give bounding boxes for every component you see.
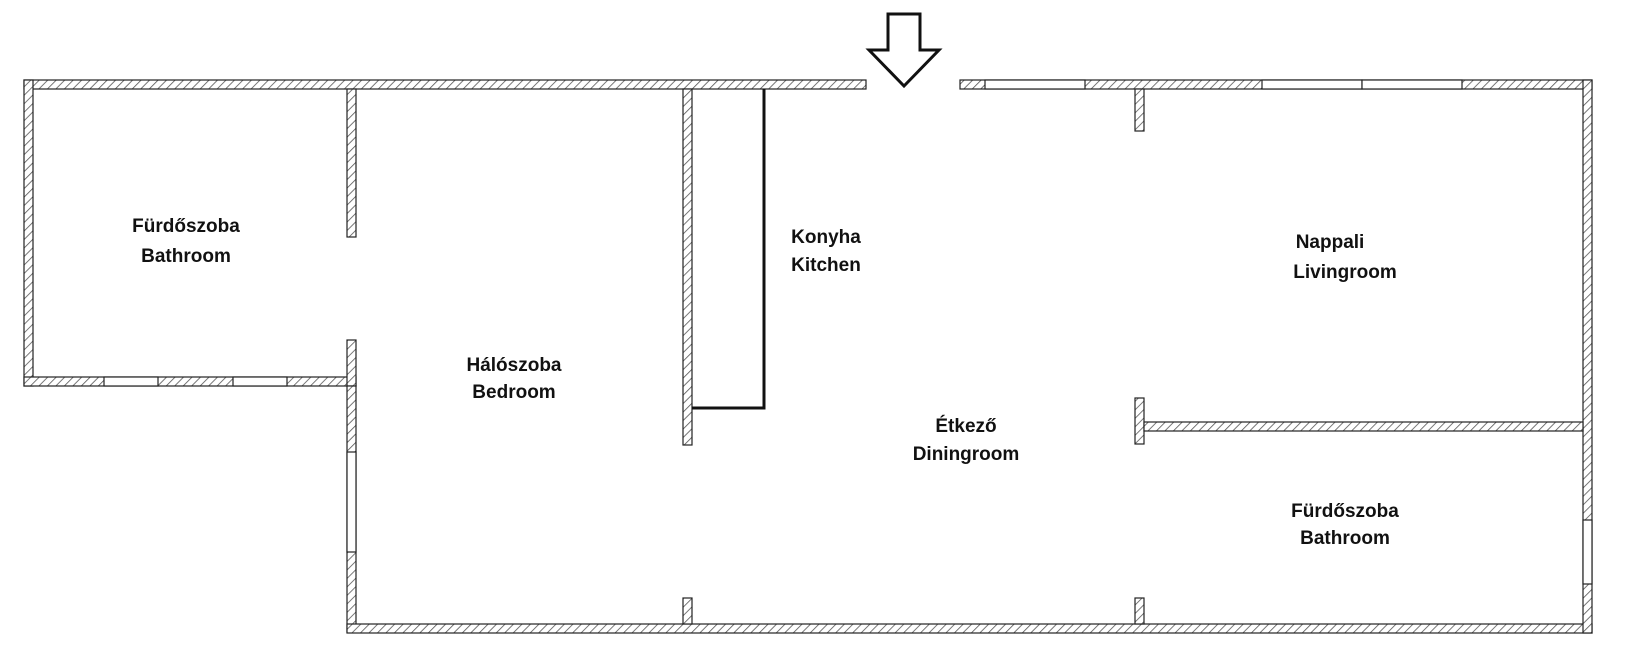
room-labels: Fürdőszoba Bathroom Hálószoba Bedroom Ko… bbox=[132, 216, 1399, 549]
wall-living-bathroom bbox=[1143, 421, 1584, 432]
wall-bath-bed-upper bbox=[346, 88, 357, 238]
windows bbox=[103, 79, 1593, 585]
room-label-dining-hu: Étkező bbox=[935, 415, 996, 437]
kitchen-counter bbox=[692, 89, 766, 410]
room-label-living-hu: Nappali bbox=[1296, 232, 1365, 253]
wall-dining-living-upper bbox=[1134, 88, 1145, 132]
wall-bath-bed-lower bbox=[346, 339, 357, 387]
room-label-kitchen-en: Kitchen bbox=[791, 255, 861, 276]
room-label-bedroom-en: Bedroom bbox=[472, 382, 555, 403]
room-label-bathroom-right-en: Bathroom bbox=[1300, 528, 1390, 549]
wall-bathroom-bottom bbox=[23, 376, 357, 387]
down-arrow-icon bbox=[865, 12, 943, 89]
room-label-bathroom-left-en: Bathroom bbox=[141, 246, 231, 267]
window bbox=[984, 79, 1086, 90]
window bbox=[346, 451, 357, 553]
window bbox=[103, 376, 159, 387]
wall-bottom bbox=[346, 623, 1593, 634]
room-label-dining-en: Diningroom bbox=[913, 444, 1020, 465]
wall-bed-kitchen bbox=[682, 88, 693, 446]
room-label-bathroom-left-hu: Fürdőszoba bbox=[132, 216, 240, 237]
wall-right bbox=[1582, 79, 1593, 634]
room-label-bathroom-right-hu: Fürdőszoba bbox=[1291, 501, 1399, 522]
window bbox=[1261, 79, 1363, 90]
room-label-bedroom-hu: Hálószoba bbox=[466, 355, 561, 376]
wall-left-outer bbox=[23, 79, 34, 387]
window bbox=[232, 376, 288, 387]
wall-top-left bbox=[23, 79, 867, 90]
wall-bed-dining-stub bbox=[682, 597, 693, 625]
window bbox=[1361, 79, 1463, 90]
wall-dining-bath-stub bbox=[1134, 597, 1145, 625]
room-label-kitchen-hu: Konyha bbox=[791, 227, 861, 248]
room-label-living-en: Livingroom bbox=[1293, 262, 1396, 283]
wall-dining-right bbox=[1134, 397, 1145, 445]
walls bbox=[23, 79, 1593, 634]
window bbox=[1582, 519, 1593, 585]
